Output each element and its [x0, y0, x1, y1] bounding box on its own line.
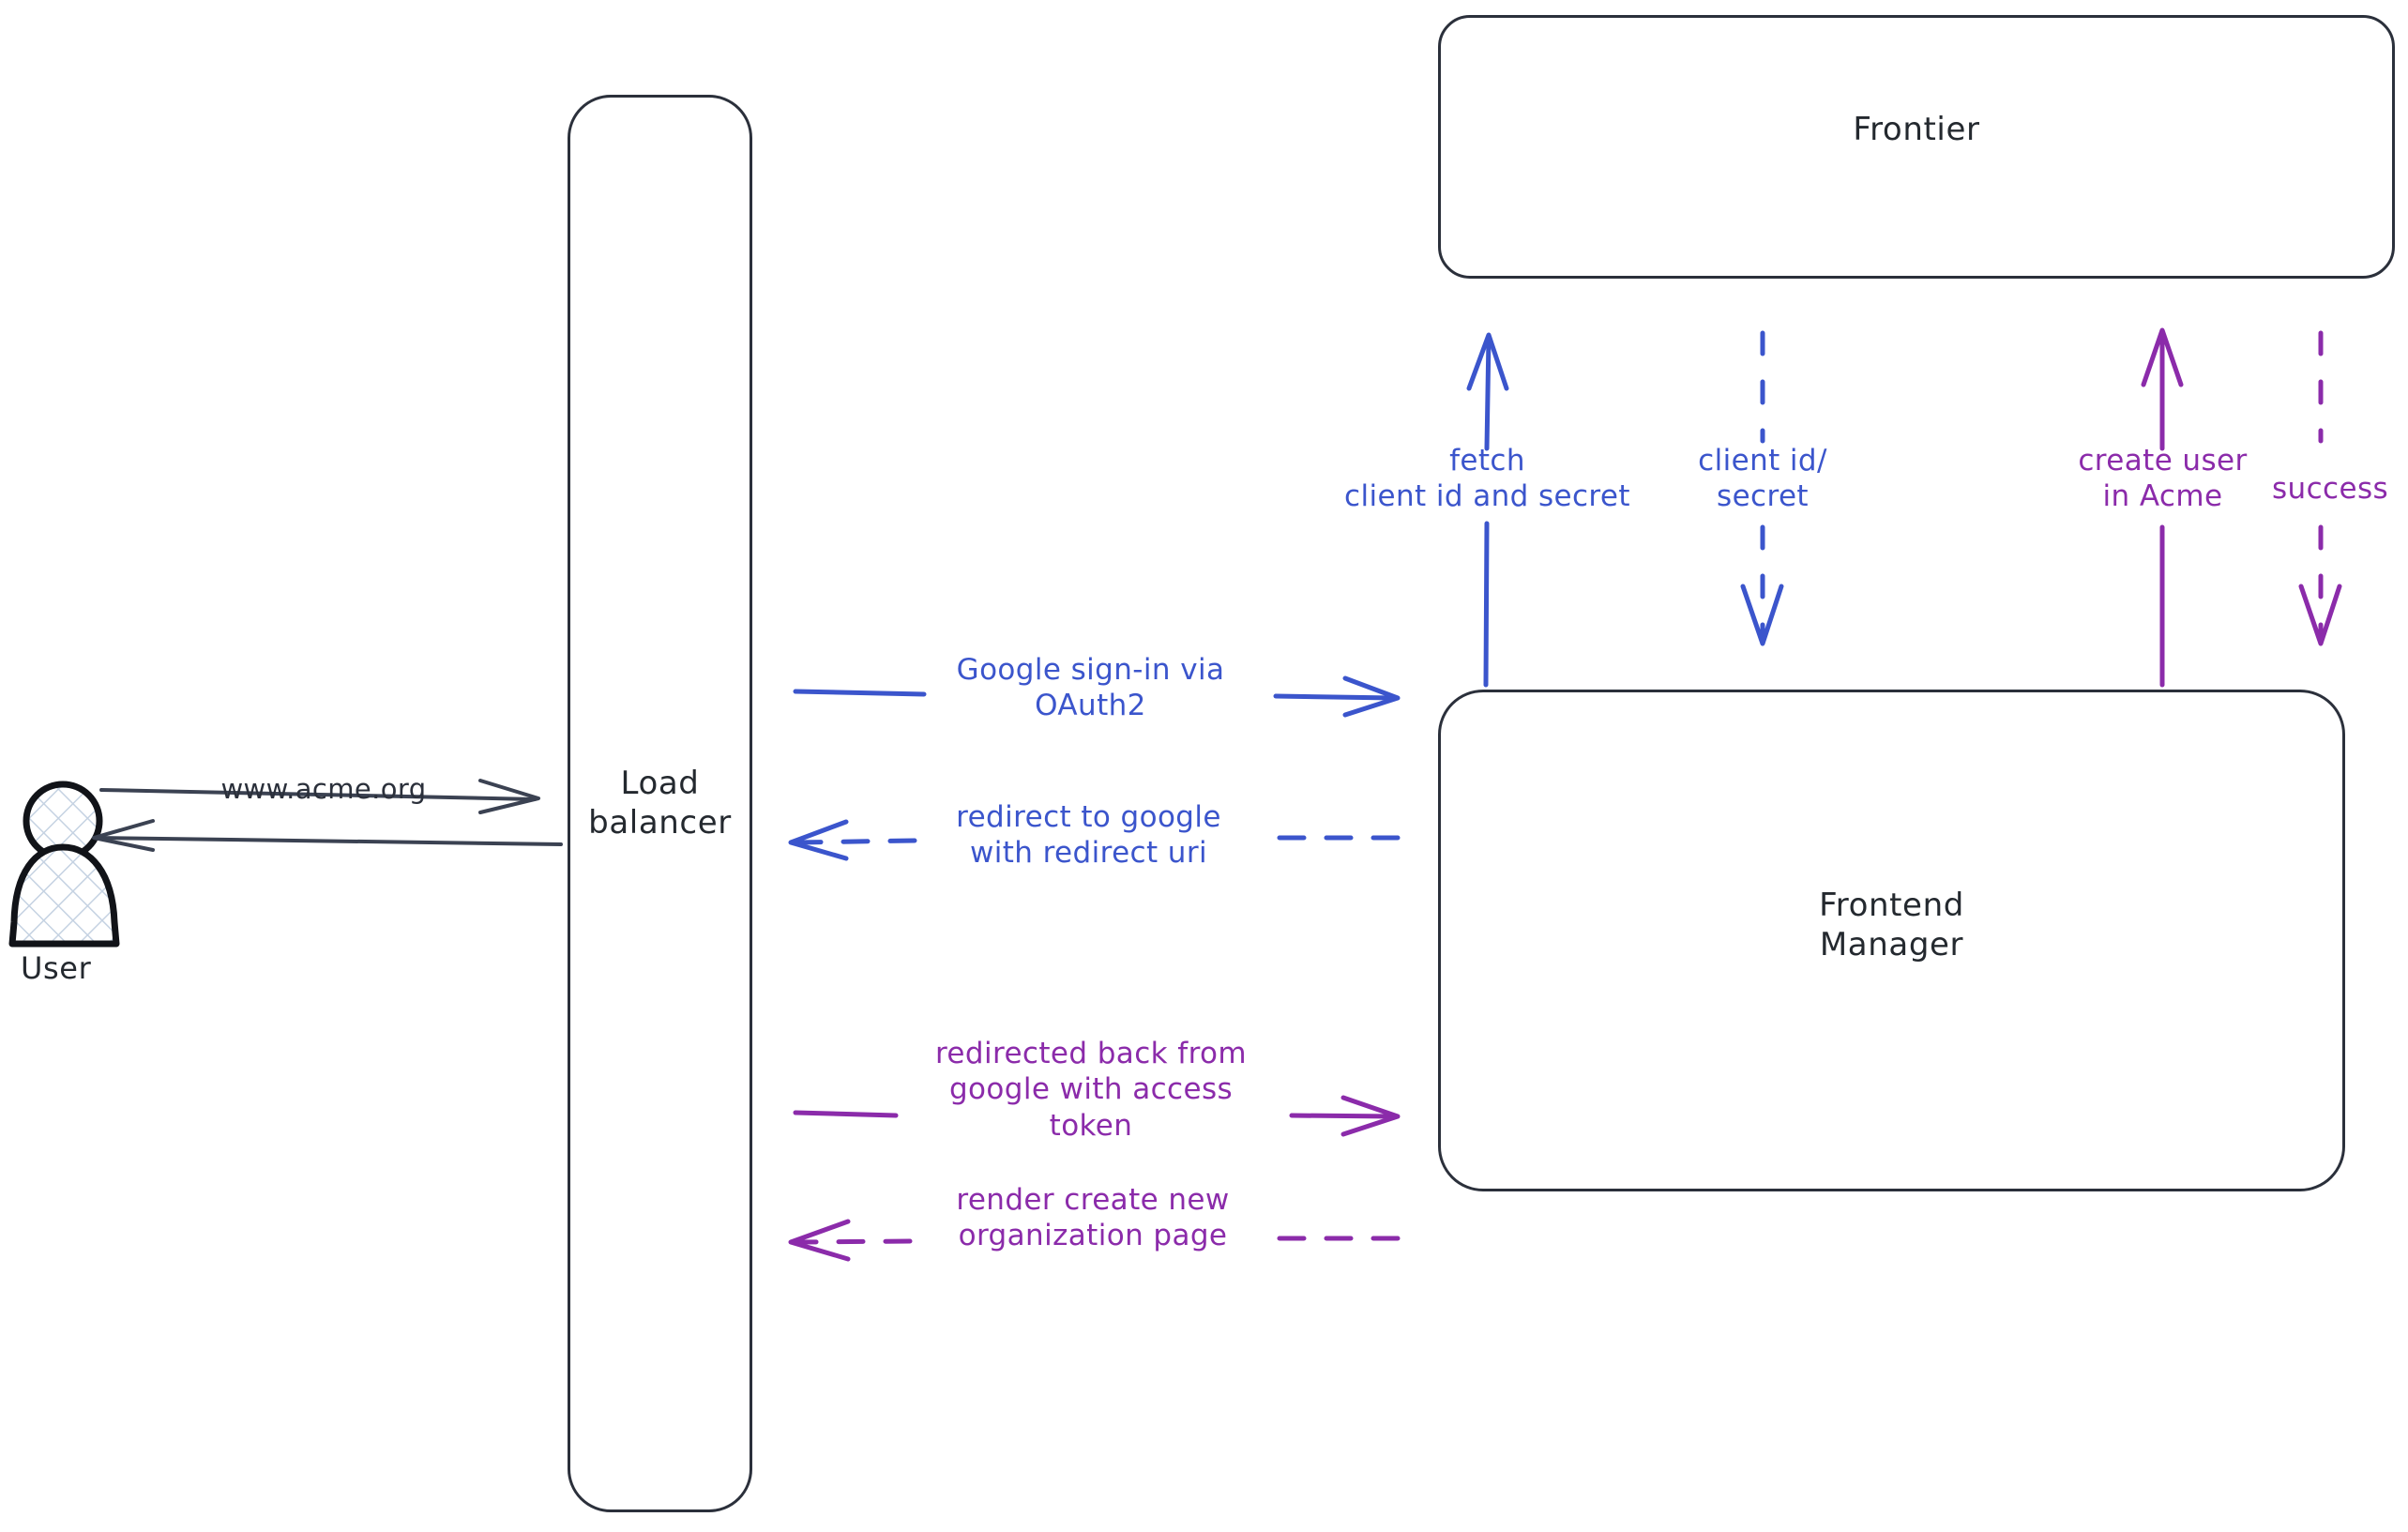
node-frontend-manager-label: Frontend Manager [1819, 887, 1964, 963]
edge-label-fm-to-lb-redirect: redirect to google with redirect uri [956, 800, 1221, 871]
edge-fm-to-frontier-create-user [2141, 327, 2184, 688]
node-frontend-manager[interactable]: Frontend Manager [1438, 690, 2345, 1191]
edge-label-lb-to-fm-signin: Google sign-in via OAuth2 [956, 653, 1225, 723]
edge-label-fm-to-frontier-fetch: fetch client id and secret [1344, 444, 1630, 514]
edge-user-to-lb [99, 779, 540, 814]
edge-label-frontier-to-fm-creds: client id/ secret [1698, 444, 1827, 514]
edge-fm-to-lb-render [788, 1219, 1401, 1262]
edge-label-frontier-to-fm-success: success [2272, 472, 2389, 506]
edge-lb-to-fm-signin [793, 675, 1401, 718]
edge-label-fm-to-frontier-create-user: create user in Acme [2078, 444, 2248, 514]
node-frontier[interactable]: Frontier [1438, 15, 2395, 279]
person-icon [8, 781, 120, 948]
node-load-balancer[interactable]: Load balancer [568, 95, 752, 1512]
edge-label-fm-to-lb-render: render create new organization page [956, 1183, 1230, 1253]
edge-lb-to-fm-token [793, 1095, 1401, 1137]
edge-label-user-to-lb: www.acme.org [220, 773, 427, 805]
edge-frontier-to-fm-creds [1740, 330, 1784, 646]
node-frontier-label: Frontier [1853, 110, 1980, 148]
edge-fm-to-lb-redirect [788, 819, 1401, 861]
edge-frontier-to-fm-success [2298, 330, 2342, 646]
user-actor-label: User [21, 950, 92, 986]
edge-lb-to-user [92, 819, 563, 852]
edge-fm-to-frontier-fetch [1466, 332, 1509, 688]
node-load-balancer-label: Load balancer [588, 765, 732, 842]
edge-label-lb-to-fm-token: redirected back from google with access … [934, 1037, 1248, 1143]
